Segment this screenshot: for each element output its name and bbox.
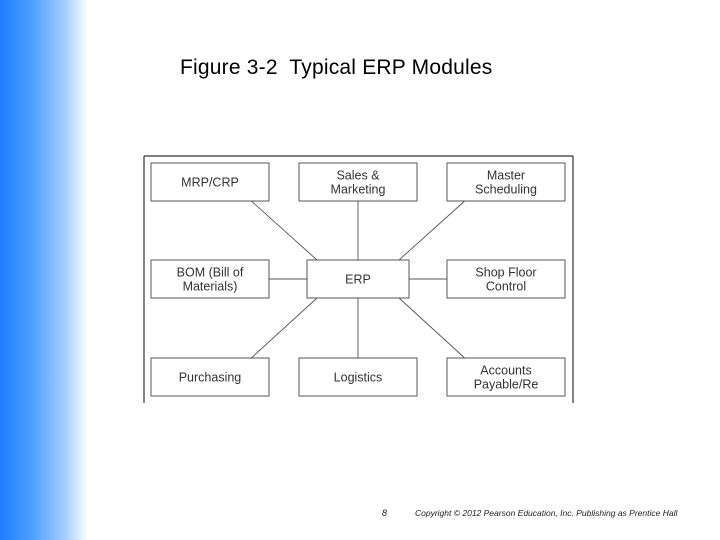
module-shop-floor-control-label: Control xyxy=(486,280,526,294)
module-mrp-crp: MRP/CRP xyxy=(150,162,270,202)
module-logistics: Logistics xyxy=(298,357,418,397)
module-erp-label: ERP xyxy=(345,273,371,287)
module-master-scheduling-box xyxy=(446,162,566,202)
module-shop-floor-control-label: Shop Floor xyxy=(475,266,536,280)
connector-purchasing xyxy=(250,297,318,359)
module-purchasing-box xyxy=(150,357,270,397)
module-sales-marketing: Sales &Marketing xyxy=(298,162,418,202)
module-mrp-crp-label: MRP/CRP xyxy=(181,176,239,190)
module-master-scheduling-label: Scheduling xyxy=(475,183,537,197)
module-master-scheduling-label: Master xyxy=(487,169,525,183)
module-erp: ERP xyxy=(306,259,410,299)
connector-accounts xyxy=(398,297,466,359)
module-purchasing: Purchasing xyxy=(150,357,270,397)
module-shop-floor-control-box xyxy=(446,259,566,299)
module-bom-label: Materials) xyxy=(183,280,238,294)
module-sales-marketing-label: Marketing xyxy=(331,183,386,197)
module-purchasing-label: Purchasing xyxy=(179,371,242,385)
module-sales-marketing-box xyxy=(298,162,418,202)
module-logistics-box xyxy=(298,357,418,397)
module-bom-label: BOM (Bill of xyxy=(177,266,244,280)
module-accounts-box xyxy=(446,357,566,397)
module-sales-marketing-label: Sales & xyxy=(336,169,380,183)
module-nodes: MRP/CRP Sales &Marketing MasterSchedulingB… xyxy=(150,162,566,397)
module-accounts-label: Accounts xyxy=(480,364,531,378)
connector-master-scheduling xyxy=(398,200,466,261)
slide-title: Figure 3-2 Typical ERP Modules xyxy=(180,56,493,79)
module-mrp-crp-box xyxy=(150,162,270,202)
module-logistics-label: Logistics xyxy=(334,371,383,385)
page-number: 8 xyxy=(382,508,388,518)
diagram-frame xyxy=(143,155,574,403)
copyright-notice: Copyright © 2012 Pearson Education, Inc.… xyxy=(415,508,678,518)
module-accounts-label: Payable/Re xyxy=(474,378,539,392)
module-erp-box xyxy=(306,259,410,299)
connectors xyxy=(250,200,466,359)
side-gradient-bar xyxy=(0,0,88,540)
connector-mrp-crp xyxy=(250,200,318,261)
module-bom-box xyxy=(150,259,270,299)
